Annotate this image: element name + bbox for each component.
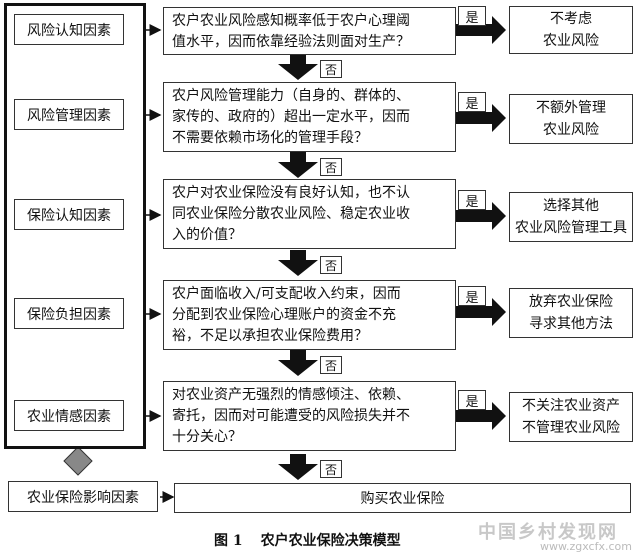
- result-box-3: 选择其他 农业风险管理工具: [509, 192, 633, 242]
- question-line: 值水平，因而依靠经验法则面对生产？: [172, 34, 410, 50]
- no-label-4: 否: [320, 356, 342, 374]
- figure-title: 农户农业保险决策模型: [260, 533, 401, 549]
- question-line: 家传的、政府的）超出一定水平，因而: [172, 109, 410, 125]
- result-line: 不管理农业风险: [522, 420, 620, 436]
- no-arrow-2: [278, 152, 318, 178]
- no-label-1: 否: [320, 60, 342, 78]
- factor-agri-emotion: 农业情感因素: [14, 400, 124, 431]
- question-line: 对农业资产无强烈的情感倾注、依赖、: [172, 387, 410, 403]
- factor-risk-management: 风险管理因素: [14, 99, 124, 130]
- summary-label: 农业保险影响因素: [27, 489, 139, 506]
- question-line: 同农业保险分散农业风险、稳定农业收: [172, 206, 410, 222]
- result-line: 不额外管理: [536, 100, 606, 116]
- result-line: 寻求其他方法: [529, 316, 613, 332]
- factor-label: 保险认知因素: [27, 207, 111, 224]
- question-line: 入的价值？: [172, 227, 242, 243]
- question-line: 农户面临收入/可支配收入约束，因而: [172, 286, 401, 302]
- result-line: 放弃农业保险: [529, 294, 613, 310]
- summary-box: 农业保险影响因素: [8, 481, 158, 512]
- result-line: 不考虑: [550, 11, 592, 27]
- yes-label-1: 是: [458, 6, 486, 26]
- question-line: 寄托，因而对可能遭受的风险损失并不: [172, 408, 410, 424]
- result-box-2: 不额外管理 农业风险: [509, 94, 633, 144]
- factor-risk-cognition: 风险认知因素: [14, 14, 124, 45]
- figure-caption: 图 1 农户农业保险决策模型: [214, 530, 401, 550]
- factor-label: 风险管理因素: [27, 107, 111, 124]
- final-label: 购买农业保险: [360, 491, 445, 507]
- final-box: 购买农业保险: [174, 483, 631, 513]
- result-line: 不关注农业资产: [522, 398, 620, 414]
- no-arrow-3: [278, 250, 318, 276]
- question-line: 农户风险管理能力（自身的、群体的、: [172, 88, 410, 104]
- factor-label: 风险认知因素: [27, 22, 111, 39]
- no-arrow-4: [278, 350, 318, 376]
- yes-arrow-4: [456, 298, 506, 326]
- no-arrow-5: [278, 454, 318, 480]
- result-line: 农业风险管理工具: [515, 220, 627, 236]
- question-line: 分配到农业保险心理账户的资金不充: [172, 307, 396, 323]
- question-box-2: 农户风险管理能力（自身的、群体的、 家传的、政府的）超出一定水平，因而 不需要依…: [163, 82, 456, 152]
- yes-label-5: 是: [458, 390, 486, 410]
- question-line: 农户农业风险感知概率低于农户心理阈: [172, 13, 410, 29]
- yes-arrow-5: [456, 402, 506, 430]
- diamond-connector-icon: [63, 446, 93, 476]
- question-box-4: 农户面临收入/可支配收入约束，因而 分配到农业保险心理账户的资金不充 裕，不足以…: [163, 280, 456, 350]
- result-line: 农业风险: [543, 33, 599, 49]
- result-box-1: 不考虑 农业风险: [509, 6, 633, 54]
- question-line: 裕，不足以承担农业保险费用？: [172, 328, 368, 344]
- watermark-url: www.zgxcfx.com: [540, 540, 632, 553]
- yes-label-2: 是: [458, 92, 486, 112]
- question-box-5: 对农业资产无强烈的情感倾注、依赖、 寄托，因而对可能遭受的风险损失并不 十分关心…: [163, 381, 456, 451]
- factor-label: 农业情感因素: [27, 408, 111, 425]
- question-line: 农户对农业保险没有良好认知，也不认: [172, 185, 410, 201]
- yes-arrow-3: [456, 202, 506, 230]
- yes-arrow-2: [456, 104, 506, 132]
- no-label-2: 否: [320, 158, 342, 176]
- figure-number: 图 1: [214, 533, 243, 549]
- watermark-text: 中国乡村发现网: [478, 522, 618, 543]
- result-line: 农业风险: [543, 122, 599, 138]
- result-line: 选择其他: [543, 198, 599, 214]
- result-box-5: 不关注农业资产 不管理农业风险: [509, 392, 633, 442]
- no-label-3: 否: [320, 256, 342, 274]
- question-box-3: 农户对农业保险没有良好认知，也不认 同农业保险分散农业风险、稳定农业收 入的价值…: [163, 179, 456, 249]
- no-label-5: 否: [320, 460, 342, 478]
- question-line: 十分关心？: [172, 429, 242, 445]
- yes-arrow-1: [456, 16, 506, 44]
- factor-insurance-burden: 保险负担因素: [14, 298, 124, 329]
- factor-label: 保险负担因素: [27, 306, 111, 323]
- result-box-4: 放弃农业保险 寻求其他方法: [509, 288, 633, 338]
- question-line: 不需要依赖市场化的管理手段？: [172, 130, 368, 146]
- factor-insurance-cognition: 保险认知因素: [14, 199, 124, 230]
- question-box-1: 农户农业风险感知概率低于农户心理阈 值水平，因而依靠经验法则面对生产？: [163, 7, 456, 55]
- yes-label-3: 是: [458, 190, 486, 210]
- no-arrow-1: [278, 54, 318, 80]
- yes-label-4: 是: [458, 286, 486, 306]
